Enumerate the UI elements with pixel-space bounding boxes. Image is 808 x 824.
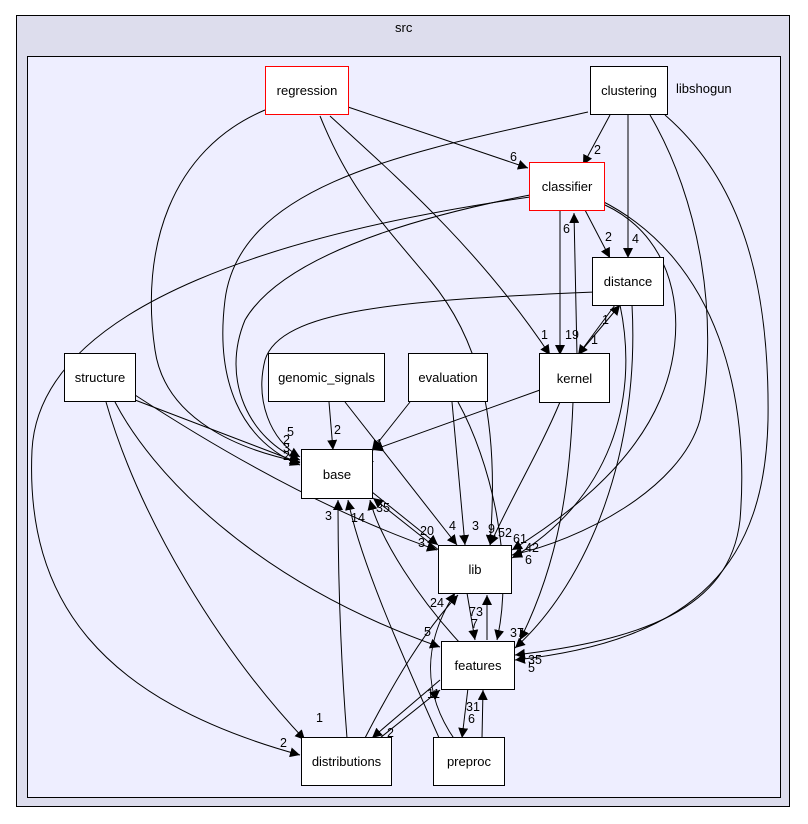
edge-label: 5 [424,625,431,639]
node-classifier[interactable]: classifier [529,162,605,211]
edge-evaluation-lib [451,401,470,546]
edge-distributions-lib [364,594,459,739]
edge-clustering-base [222,111,589,466]
edge-label: 2 [594,143,601,157]
edge-kernel-distance [581,304,621,351]
edge-label: 3 [283,441,290,455]
edge-label: 35 [528,653,542,667]
edge-label: 5 [528,661,535,675]
edge-label: 42 [525,541,539,555]
node-clustering[interactable]: clustering [590,66,668,115]
edge-classifier-distributions [31,196,531,758]
node-preproc[interactable]: preproc [433,737,505,786]
edge-kernel-lib [489,401,561,546]
edge-classifier-distance [584,209,611,259]
edge-distance-lib [511,304,627,559]
node-evaluation[interactable]: evaluation [408,353,488,402]
edge-structure-base [134,399,301,465]
edge-label: 35 [376,501,390,515]
edge-label: 11 [427,687,440,701]
edge-lib-base [372,497,446,556]
edge-label: 6 [468,712,475,726]
edge-kernel-base [372,389,541,452]
node-regression[interactable]: regression [265,66,349,115]
edge-classifier-lib [511,204,677,551]
edge-kernel-features [519,401,574,641]
edge-label: 2 [283,433,290,447]
cluster-libshogun[interactable] [27,56,781,798]
edge-preproc-features [477,689,488,739]
edge-evaluation-features [457,401,505,641]
edge-classifier-features [514,199,743,659]
edge-distance-features [514,304,634,649]
edge-lib-features [466,592,479,641]
edge-kernel-classifier [569,212,580,356]
edge-label: 1 [376,437,383,451]
edge-label: 7 [471,617,478,631]
edge-label: 3 [325,509,332,523]
node-kernel[interactable]: kernel [539,353,610,403]
edge-label: 1 [316,711,323,725]
edge-regression-lib [319,115,496,546]
edge-clustering-features [514,114,769,664]
edge-clustering-lib [511,114,709,558]
edge-classifier-base [235,194,531,461]
edge-labels: 2 6 4 2 6 19 1 1 1 2 5 2 3 2 1 14 4 3 9 … [280,143,639,750]
edge-label: 20 [420,524,434,538]
edge-label: 1 [602,313,609,327]
node-distributions[interactable]: distributions [301,737,392,786]
edge-label: 1 [591,333,598,347]
edge-label: 31 [466,700,480,714]
edge-label: 2 [280,736,287,750]
node-structure[interactable]: structure [64,353,136,402]
edge-regression-classifier [347,106,529,170]
edge-structure-features [114,401,441,649]
edge-label: 6 [563,222,570,236]
edge-label: 73 [469,605,483,619]
node-base[interactable]: base [301,449,373,499]
edge-label: 52 [498,526,512,540]
edge-distance-base [261,291,596,458]
cluster-src-label: src [395,20,413,35]
edge-distributions-features [379,689,441,739]
edge-preproc-base [345,499,441,741]
edge-label: 3 [418,536,425,550]
edge-regression-kernel [329,115,551,356]
cluster-libshogun-label: libshogun [676,81,732,96]
edge-evaluation-base [371,401,411,451]
edge-structure-distributions [105,401,306,741]
edge-genomic-base [327,401,338,451]
edge-label: 1 [541,328,548,342]
edge-genomic-lib [344,401,458,546]
edge-features-preproc [458,687,469,739]
edge-label: 2 [334,423,341,437]
edge-label: 37 [510,626,524,640]
edge-label: 61 [513,532,527,546]
node-distance[interactable]: distance [592,257,664,306]
edge-label: 4 [632,232,639,246]
edge-clustering-classifier [582,114,611,166]
edge-label: 2 [605,230,612,244]
edge-features-base [367,499,461,644]
edge-label: 6 [510,150,517,164]
edge-label: 14 [351,511,365,525]
edge-label: 4 [449,519,456,533]
edge-regression-base [150,109,301,465]
edge-label: 19 [565,328,579,342]
edge-label: 2 [387,726,394,740]
edge-label: 5 [287,425,294,439]
edge-label: 9 [488,522,495,536]
edge-label: 2 [283,449,290,463]
edge-label: 24 [430,596,444,610]
edge-label: 6 [525,553,532,567]
edge-distributions-base [333,499,348,739]
node-genomic-signals[interactable]: genomic_signals [268,353,385,402]
node-lib[interactable]: lib [438,545,512,594]
edge-label: 3 [472,519,479,533]
edge-features-distributions [371,679,441,739]
edge-structure-lib [134,394,438,552]
node-features[interactable]: features [441,641,515,690]
edge-distance-kernel [577,304,616,356]
